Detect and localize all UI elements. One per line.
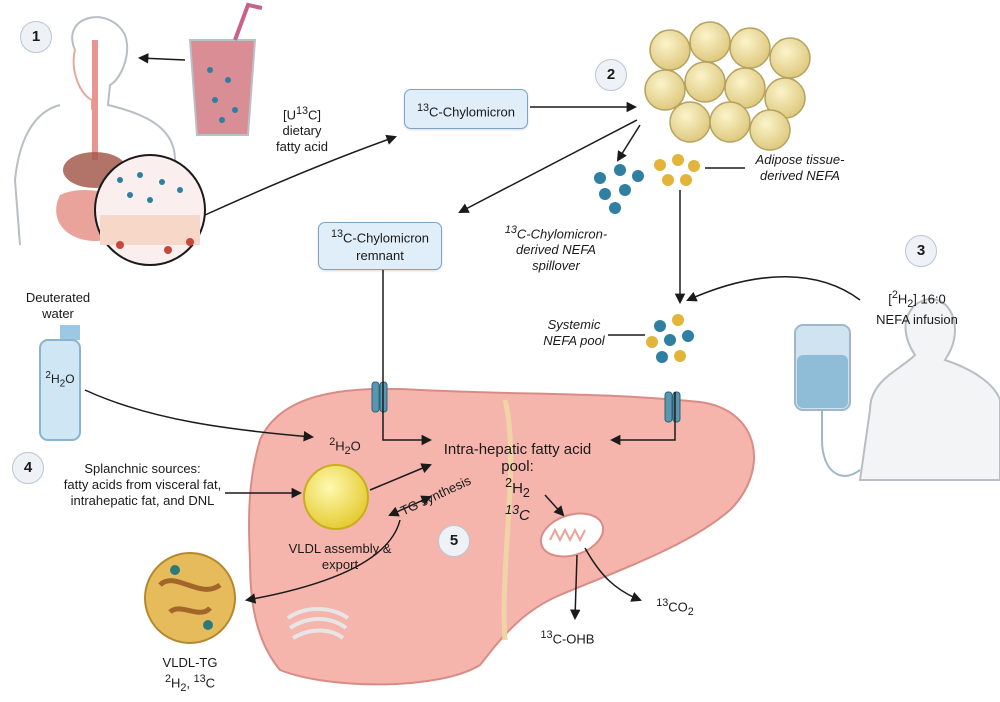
mitochondrion-icon xyxy=(539,512,605,558)
spillover-nefa-icon xyxy=(594,164,644,214)
ohb-label: 13C-OHB xyxy=(540,629,595,647)
er-icon xyxy=(286,607,350,640)
infusion-label: [2H2] 16:0 NEFA infusion xyxy=(876,289,958,327)
hepatic-water-label: 2H2O xyxy=(329,436,361,457)
human-digestive-icon xyxy=(13,16,176,246)
flow-arrows xyxy=(84,53,861,621)
vldl-assembly-label: VLDL assembly &export xyxy=(288,541,392,572)
vldl-particle-icon xyxy=(144,552,236,644)
adipose-tissue-icon xyxy=(644,21,811,151)
adipose-nefa-label: Adipose tissue-derived NEFA xyxy=(755,152,845,183)
splanchnic-sources-label: Splanchnic sources:fatty acids from visc… xyxy=(63,461,222,508)
liver-shape xyxy=(248,387,755,686)
step-number-4: 4 xyxy=(12,452,44,484)
transporter-left xyxy=(371,381,388,413)
step-number-3: 3 xyxy=(905,235,937,267)
label-pointers xyxy=(608,167,745,336)
liver-ligament xyxy=(501,399,514,641)
transporter-right xyxy=(664,391,681,423)
lipid-droplet-icon xyxy=(303,464,369,530)
dietary-fatty-acid-label: [U13C] dietary fatty acid xyxy=(275,105,329,155)
bottle-label: 2H2O xyxy=(45,370,75,390)
chylomicron-remnant-box: 13C-Chylomicron remnant xyxy=(318,222,442,270)
iv-bag-icon xyxy=(794,324,861,477)
co2-label: 13CO2 xyxy=(656,597,694,618)
step-number-2: 2 xyxy=(595,59,627,91)
water-bottle-icon xyxy=(39,325,81,441)
intestine-zoom xyxy=(94,154,206,266)
vldl-tg-label: VLDL-TG 2H2, 13C xyxy=(162,655,218,694)
step-number-5: 5 xyxy=(438,525,470,557)
chylomicron-box: 13C-Chylomicron xyxy=(404,89,528,129)
adipose-nefa-icon xyxy=(654,154,700,186)
step-number-1: 1 xyxy=(20,21,52,53)
dietary-drink-icon xyxy=(188,39,257,136)
patient-icon xyxy=(858,298,1000,481)
systemic-nefa-icon xyxy=(646,314,694,363)
